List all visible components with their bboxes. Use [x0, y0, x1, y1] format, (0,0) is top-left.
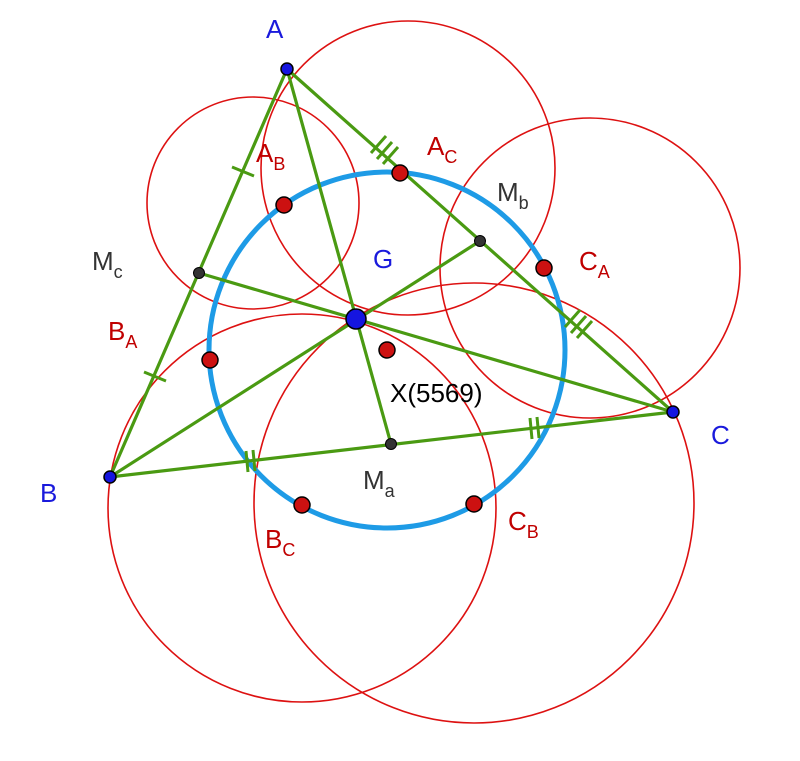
- point-ab: [275, 196, 293, 214]
- label-a: A: [266, 14, 284, 44]
- red-points: [201, 164, 553, 514]
- tick-bc-2a: [528, 417, 534, 440]
- vertices: [103, 62, 680, 484]
- red-circles: [107, 20, 741, 724]
- label-ab: AB: [256, 138, 285, 174]
- tick-ac-1a: [369, 135, 388, 154]
- tick-ac-2a: [563, 309, 582, 328]
- point-bc: [293, 496, 311, 514]
- median-c: [197, 271, 675, 414]
- tick-ab-1: [231, 165, 255, 178]
- vertex-a: [280, 62, 294, 76]
- point-cb: [465, 495, 483, 513]
- tick-ab-2: [143, 370, 167, 383]
- label-cb: CB: [508, 506, 539, 542]
- blue-circle: [206, 169, 568, 531]
- point-ac: [391, 164, 409, 182]
- circle-b-c: [107, 313, 497, 703]
- midpoints: [193, 235, 486, 450]
- circle-a-b: [146, 96, 360, 310]
- circle-c-b: [253, 282, 695, 724]
- label-bc: BC: [265, 524, 295, 560]
- tick-ac-1b: [375, 141, 394, 160]
- label-c: C: [711, 420, 730, 450]
- label-mb: Mb: [497, 177, 529, 213]
- vertex-c: [666, 405, 680, 419]
- tick-bc-1a: [244, 450, 250, 473]
- label-mc: Mc: [92, 246, 123, 282]
- point-mb: [474, 235, 486, 247]
- point-ma: [385, 438, 397, 450]
- point-mc: [193, 267, 205, 279]
- point-ba: [201, 351, 219, 369]
- centroid-g: [345, 308, 367, 330]
- label-x5569: X(5569): [390, 378, 483, 408]
- label-b: B: [40, 478, 57, 508]
- label-g: G: [373, 244, 393, 274]
- tick-ac-1c: [381, 146, 400, 165]
- label-ca: CA: [579, 246, 610, 282]
- tick-marks: [143, 135, 594, 473]
- tick-ac-2c: [575, 320, 594, 339]
- vertex-b: [103, 470, 117, 484]
- label-ba: BA: [108, 316, 137, 352]
- circle-a-c: [260, 20, 556, 316]
- point-x5569: [378, 341, 396, 359]
- label-ac: AC: [427, 131, 457, 167]
- median-b: [108, 239, 482, 479]
- label-ma: Ma: [363, 465, 396, 501]
- tick-bc-2b: [535, 416, 541, 439]
- green-segments: [108, 67, 675, 479]
- tick-ac-2b: [569, 315, 588, 334]
- tick-bc-1b: [251, 449, 257, 472]
- point-ca: [535, 259, 553, 277]
- labels: A B C G Ma Mb Mc AB AC BA BC CA CB X(556…: [40, 14, 730, 560]
- median-a: [285, 67, 393, 446]
